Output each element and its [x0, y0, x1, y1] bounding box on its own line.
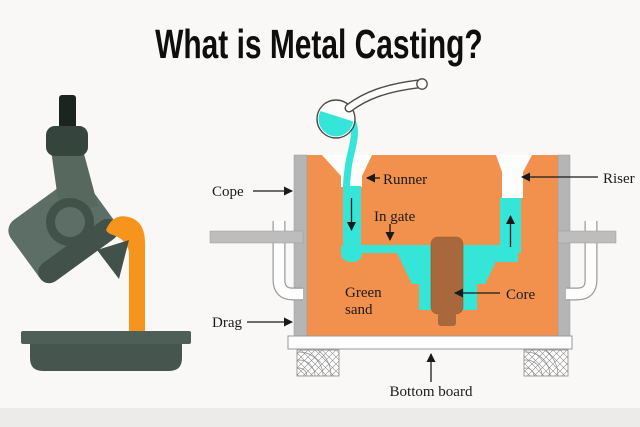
- mold-tray-lip: [21, 331, 191, 344]
- pouring-ladle-illustration: [8, 95, 191, 371]
- clamp-hook-right: [566, 221, 597, 300]
- ladle-hanger-bar: [59, 95, 76, 131]
- molten-metal-stream: [106, 216, 145, 332]
- ladle-pour-stream: [343, 119, 358, 192]
- riser-opening: [496, 155, 532, 198]
- riser-base-step: [493, 253, 518, 262]
- bottom-board-label: Bottom board: [390, 384, 473, 400]
- ladle-spout-tip: [97, 240, 129, 279]
- green-sand-label-line2: sand: [345, 302, 373, 318]
- green-sand-label-line1: Green: [345, 285, 382, 301]
- bottom-band: [0, 408, 640, 427]
- ladle-handle: [345, 80, 422, 112]
- riser-label: Riser: [603, 171, 635, 187]
- flask-wall-left: [293, 154, 308, 337]
- page-title: What is Metal Casting?: [155, 21, 483, 67]
- core: [430, 236, 464, 315]
- sand-mold-cross-section: Cope Drag Runner In gate Green sand Core…: [209, 78, 635, 400]
- wood-grain-left: [297, 350, 332, 376]
- hand-ladle: [316, 78, 428, 192]
- bottom-board: [287, 335, 573, 350]
- drag-label: Drag: [212, 315, 242, 331]
- ladle-bowl-liquid: [318, 109, 354, 137]
- runner-label: Runner: [383, 172, 427, 188]
- core-print: [438, 313, 456, 326]
- clamp-bar-right: [557, 230, 617, 244]
- support-block-left: [296, 349, 340, 377]
- flask-clamps: [209, 221, 617, 301]
- ladle-handle-knob: [416, 78, 428, 90]
- clamp-bar-left: [209, 230, 304, 244]
- mold-tray-body: [30, 344, 182, 371]
- wood-grain-right: [524, 350, 559, 376]
- cope-label: Cope: [212, 184, 244, 200]
- ladle-hub-center: [55, 207, 85, 237]
- clamp-hook-left: [273, 221, 303, 300]
- flask-wall-right: [557, 154, 571, 337]
- support-block-right: [523, 349, 569, 377]
- in-gate-label: In gate: [374, 209, 416, 225]
- ladle-collar: [46, 126, 88, 156]
- ladle-body-shadow: [38, 218, 119, 284]
- ladle-arm: [51, 150, 98, 214]
- core-label: Core: [506, 287, 536, 303]
